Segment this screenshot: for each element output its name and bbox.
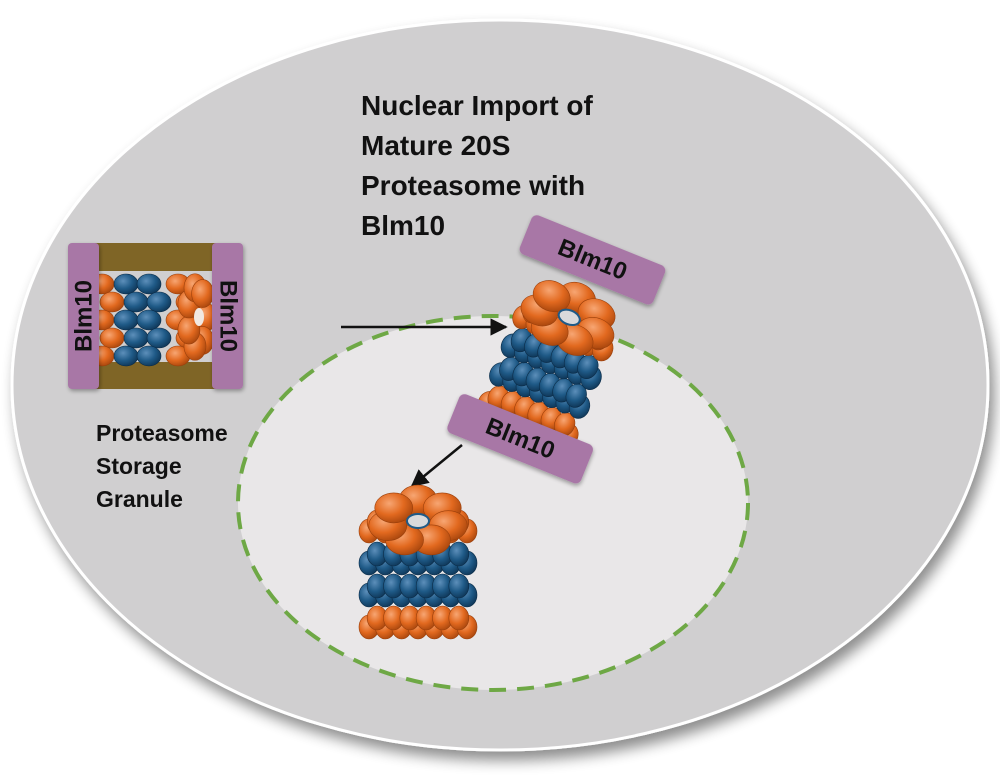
granule-frame-bottom — [85, 362, 225, 389]
title-line-4: Blm10 — [361, 210, 446, 241]
storage-granule: Blm10 Blm10 — [68, 243, 243, 389]
subunit — [136, 309, 162, 331]
granule-proteasome — [89, 273, 218, 367]
blm10-cap-top — [519, 215, 666, 305]
subunit — [136, 345, 162, 367]
tilted-band-2 — [489, 356, 591, 419]
subunit — [99, 291, 125, 313]
granule-frame-top — [85, 243, 225, 271]
granule-cap-left — [68, 243, 99, 389]
granule-label-line-2: Storage — [96, 453, 182, 479]
subunit — [565, 383, 587, 408]
release-arrow — [410, 444, 463, 488]
subunit — [146, 327, 172, 349]
granule-ring-face — [177, 273, 218, 361]
granule-cap-right — [212, 243, 243, 389]
free-band-1 — [358, 605, 478, 640]
subunit — [374, 492, 414, 524]
central-pore — [194, 308, 204, 326]
granule-label-line-3: Granule — [96, 486, 183, 512]
central-pore — [557, 308, 581, 327]
free-proteasome — [358, 484, 478, 640]
granule-cap-left-label: Blm10 — [71, 280, 98, 352]
title-line-2: Mature 20S — [361, 130, 511, 161]
subunit — [448, 605, 470, 631]
subunit — [577, 354, 599, 379]
tilted-band-1 — [477, 385, 579, 448]
title-line-3: Proteasome with — [361, 170, 586, 201]
subunit — [532, 280, 571, 313]
subunit — [448, 541, 470, 567]
subunit — [113, 345, 139, 367]
title-line-1: Nuclear Import of — [361, 90, 593, 121]
imported-proteasome-top-ring — [520, 280, 616, 356]
granule-label-line-1: Proteasome — [96, 420, 228, 446]
blm10-cap-bottom — [447, 394, 593, 484]
granule-column-3 — [136, 273, 172, 367]
subunit — [99, 327, 125, 349]
subunit — [136, 273, 162, 295]
subunit — [113, 309, 139, 331]
subunit — [146, 291, 172, 313]
subunit — [448, 573, 470, 599]
subunit — [123, 327, 149, 349]
tilted-ring-face — [520, 280, 616, 356]
granule-cap-right-label: Blm10 — [215, 280, 242, 352]
central-pore — [406, 513, 430, 529]
free-band-2 — [358, 573, 478, 608]
subunit — [191, 279, 214, 308]
nuclear-envelope — [236, 314, 750, 692]
subunit — [123, 291, 149, 313]
free-top-ring — [368, 484, 468, 556]
subunit — [113, 273, 139, 295]
